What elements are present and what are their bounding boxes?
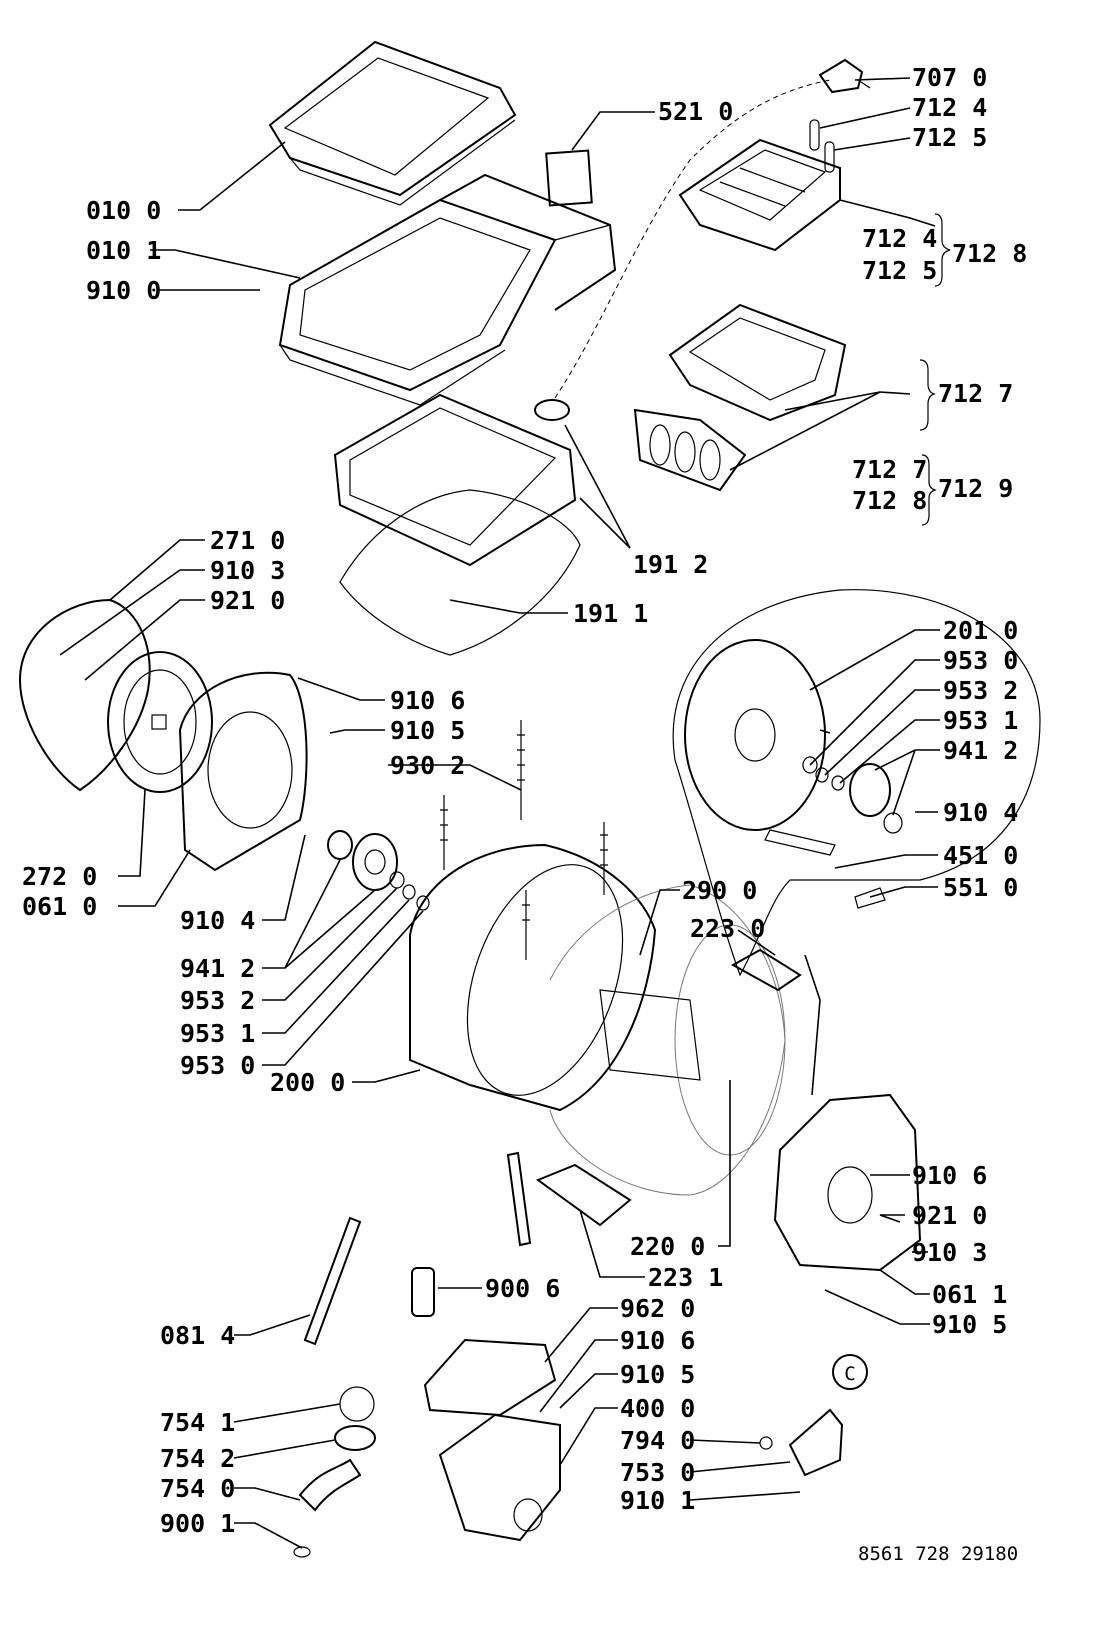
label-290-0: 290 0 xyxy=(682,876,757,905)
label-953-1-left: 953 1 xyxy=(180,1019,255,1048)
label-754-1: 754 1 xyxy=(160,1408,235,1437)
label-191-2: 191 2 xyxy=(633,550,708,579)
part-inner-ring xyxy=(107,651,213,793)
part-cover xyxy=(423,1338,557,1417)
part-pulley-left xyxy=(327,830,430,911)
label-794-0: 794 0 xyxy=(620,1426,695,1455)
label-953-1-right: 953 1 xyxy=(943,706,1018,735)
label-712-8: 712 8 xyxy=(952,239,1027,268)
label-707-0: 707 0 xyxy=(912,63,987,92)
label-900-6: 900 6 xyxy=(485,1274,560,1303)
label-061-0: 061 0 xyxy=(22,892,97,921)
label-910-6-bottom: 910 6 xyxy=(620,1326,695,1355)
label-941-2-left: 941 2 xyxy=(180,954,255,983)
part-ball xyxy=(339,1386,375,1422)
label-921-0-right: 921 0 xyxy=(912,1201,987,1230)
part-front-panel xyxy=(178,671,308,872)
part-labels: 707 0 712 4 712 5 521 0 010 0 010 1 910 … xyxy=(22,63,1027,1538)
part-rear-tub-group xyxy=(672,589,1041,977)
bracket-712-8 xyxy=(934,213,951,287)
label-712-5-mid: 712 5 xyxy=(862,256,937,285)
label-061-1: 061 1 xyxy=(932,1280,1007,1309)
label-910-1: 910 1 xyxy=(620,1486,695,1515)
label-753-0: 753 0 xyxy=(620,1458,695,1487)
label-941-2-right: 941 2 xyxy=(943,736,1018,765)
part-tube-b xyxy=(824,141,835,173)
label-191-1: 191 1 xyxy=(573,599,648,628)
label-712-4-top: 712 4 xyxy=(912,93,987,122)
label-712-7-b: 712 7 xyxy=(852,455,927,484)
part-tube-a xyxy=(809,119,820,151)
bracket-712-7 xyxy=(919,359,936,431)
part-rear-panel xyxy=(773,1093,922,1272)
label-712-8-b: 712 8 xyxy=(852,486,927,515)
label-910-4-right: 910 4 xyxy=(943,798,1018,827)
part-baffle-a xyxy=(730,948,802,992)
part-base-frame xyxy=(278,173,617,406)
label-910-0: 910 0 xyxy=(86,276,161,305)
label-962-0: 962 0 xyxy=(620,1294,695,1323)
label-223-1: 223 1 xyxy=(648,1263,723,1292)
label-521-0: 521 0 xyxy=(658,97,733,126)
part-top-frame xyxy=(268,40,517,206)
label-201-0: 201 0 xyxy=(943,616,1018,645)
part-tub-ring xyxy=(333,393,577,567)
label-953-2-left: 953 2 xyxy=(180,986,255,1015)
part-o-ring xyxy=(759,1436,773,1450)
part-springs xyxy=(440,720,608,960)
part-valve xyxy=(818,58,871,94)
label-921-0-left: 921 0 xyxy=(210,586,285,615)
part-door-gasket xyxy=(18,598,151,792)
part-baffle-b xyxy=(535,1163,632,1227)
label-200-0: 200 0 xyxy=(270,1068,345,1097)
label-930-2: 930 2 xyxy=(390,751,465,780)
part-drawer-top xyxy=(678,138,841,252)
label-953-2-right: 953 2 xyxy=(943,676,1018,705)
label-712-4-mid: 712 4 xyxy=(862,224,937,253)
label-953-0-left: 953 0 xyxy=(180,1051,255,1080)
part-seal-wire xyxy=(339,489,581,656)
bracket-712-9 xyxy=(921,454,937,526)
label-910-5-right: 910 5 xyxy=(932,1310,1007,1339)
callout-circle xyxy=(832,1354,868,1390)
part-drawer-tray xyxy=(633,303,847,492)
label-081-4: 081 4 xyxy=(160,1321,235,1350)
label-910-6-left: 910 6 xyxy=(390,686,465,715)
label-712-5-top: 712 5 xyxy=(912,123,987,152)
label-223-0: 223 0 xyxy=(690,914,765,943)
label-754-2: 754 2 xyxy=(160,1444,235,1473)
leader-lines xyxy=(59,77,940,1549)
part-tub-rear xyxy=(409,843,657,1112)
label-910-5-bottom: 910 5 xyxy=(620,1360,695,1389)
part-shock-absorbers xyxy=(303,1151,532,1346)
label-010-1: 010 1 xyxy=(86,236,161,265)
label-451-0: 451 0 xyxy=(943,841,1018,870)
label-754-0: 754 0 xyxy=(160,1474,235,1503)
label-400-0: 400 0 xyxy=(620,1394,695,1423)
label-910-6-right: 910 6 xyxy=(912,1161,987,1190)
label-712-9: 712 9 xyxy=(938,474,1013,503)
label-910-5-left: 910 5 xyxy=(390,716,465,745)
part-motor xyxy=(438,1413,561,1542)
label-910-3-right: 910 3 xyxy=(912,1238,987,1267)
label-010-0: 010 0 xyxy=(86,196,161,225)
part-pressure-switch xyxy=(788,1408,844,1477)
label-953-0-right: 953 0 xyxy=(943,646,1018,675)
label-551-0: 551 0 xyxy=(943,873,1018,902)
part-hose xyxy=(298,1458,362,1512)
label-910-3-left: 910 3 xyxy=(210,556,285,585)
label-900-1: 900 1 xyxy=(160,1509,235,1538)
label-712-7: 712 7 xyxy=(938,379,1013,408)
part-ring xyxy=(334,1425,376,1451)
part-clip xyxy=(293,1546,311,1558)
callout-letter: C xyxy=(844,1363,855,1385)
label-910-4-left: 910 4 xyxy=(180,906,255,935)
part-plate xyxy=(545,149,593,207)
label-272-0: 272 0 xyxy=(22,862,97,891)
label-220-0: 220 0 xyxy=(630,1232,705,1261)
label-271-0: 271 0 xyxy=(210,526,285,555)
document-number: 8561 728 29180 xyxy=(858,1543,1018,1565)
part-filter xyxy=(411,1267,435,1317)
